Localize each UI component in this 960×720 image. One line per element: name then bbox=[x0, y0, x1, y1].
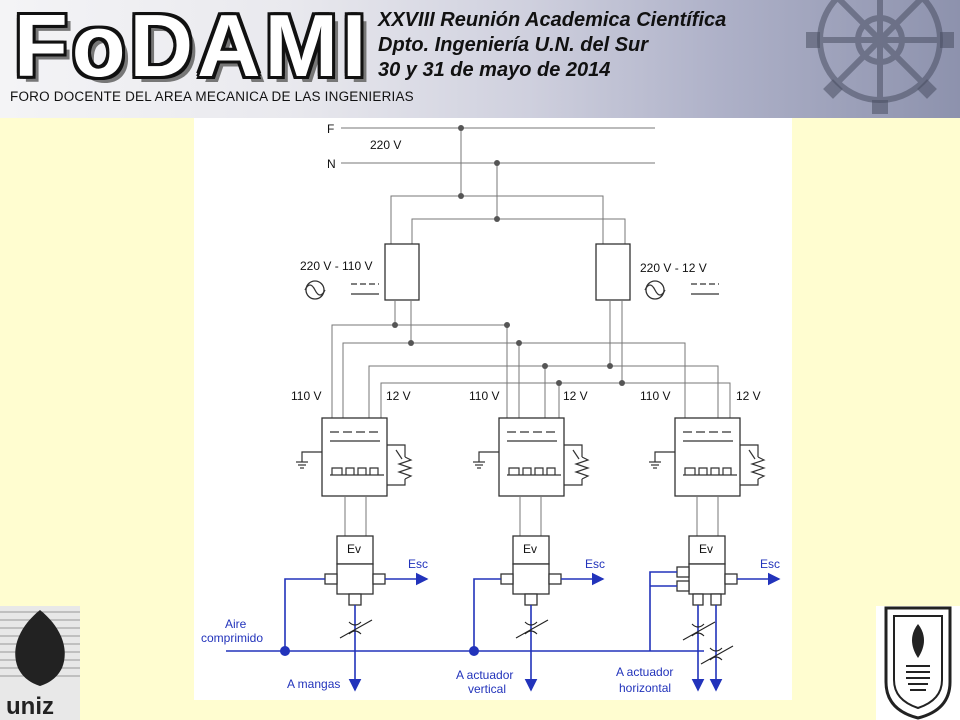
air-label-1: Aire bbox=[225, 617, 247, 631]
controller-2 bbox=[473, 417, 590, 497]
ac-dc-symbols bbox=[304, 280, 719, 300]
exhaust-2-label: Esc bbox=[585, 557, 605, 571]
mains-junctions bbox=[458, 125, 500, 222]
fodami-logo: FoDAMI bbox=[14, 0, 371, 95]
output-horizontal-label-2: horizontal bbox=[619, 681, 671, 695]
controller-3-110v: 110 V bbox=[640, 389, 670, 403]
exhaust-1-label: Esc bbox=[408, 557, 428, 571]
pneumatic-lines bbox=[226, 571, 781, 692]
controller-2-110v: 110 V bbox=[469, 389, 499, 403]
output-vertical-label-2: vertical bbox=[468, 682, 506, 696]
transformer-110v bbox=[384, 243, 420, 301]
output-mangas-label: A mangas bbox=[287, 677, 340, 691]
exhaust-3-label: Esc bbox=[760, 557, 780, 571]
valve-3-label: Ev bbox=[699, 542, 713, 556]
university-logo-text: uniz bbox=[6, 693, 54, 720]
transformer-12v bbox=[595, 243, 631, 301]
event-department: Dpto. Ingeniería U.N. del Sur bbox=[378, 34, 649, 56]
valve-3 bbox=[676, 535, 738, 606]
air-label-2: comprimido bbox=[201, 631, 263, 645]
forum-name: FORO DOCENTE DEL AREA MECANICA DE LAS IN… bbox=[10, 89, 414, 104]
pneumatic-junctions bbox=[280, 646, 479, 656]
controller-2-12v: 12 V bbox=[563, 389, 588, 403]
distribution-junctions bbox=[392, 322, 625, 386]
controller-3 bbox=[649, 417, 766, 497]
valve-1 bbox=[324, 535, 386, 606]
output-horizontal-label-1: A actuador bbox=[616, 665, 673, 679]
neutral-label: N bbox=[327, 157, 336, 171]
controller-1-12v: 12 V bbox=[386, 389, 411, 403]
phase-label: F bbox=[327, 122, 334, 136]
transformer-right-label: 220 V - 12 V bbox=[640, 261, 707, 275]
event-date: 30 y 31 de mayo de 2014 bbox=[378, 59, 611, 81]
header-banner: FoDAMI XXVIII Reunión Academica Científi… bbox=[0, 0, 960, 118]
flow-regulators bbox=[339, 619, 734, 665]
valve-wires bbox=[344, 496, 719, 536]
valve-2 bbox=[500, 535, 562, 606]
gear-icon bbox=[806, 0, 954, 114]
transformer-left-label: 220 V - 110 V bbox=[300, 259, 373, 273]
mains-voltage: 220 V bbox=[370, 138, 401, 152]
controller-3-12v: 12 V bbox=[736, 389, 761, 403]
controller-1-110v: 110 V bbox=[291, 389, 321, 403]
valve-1-label: Ev bbox=[347, 542, 361, 556]
output-vertical-label-1: A actuador bbox=[456, 668, 513, 682]
electro-pneumatic-diagram: F N 220 V 220 V - 110 V 220 V - 12 V bbox=[194, 118, 792, 700]
event-title: XXVIII Reunión Academica Científica bbox=[378, 9, 727, 31]
crest-logo bbox=[876, 606, 960, 720]
diagram-svg: F N 220 V 220 V - 110 V 220 V - 12 V bbox=[201, 122, 781, 696]
university-logo: uniz bbox=[0, 606, 80, 720]
controller-1 bbox=[296, 417, 413, 497]
mains-lines bbox=[341, 127, 655, 244]
event-info: XXVIII Reunión Academica Científica Dpto… bbox=[378, 8, 726, 83]
valve-2-label: Ev bbox=[523, 542, 537, 556]
